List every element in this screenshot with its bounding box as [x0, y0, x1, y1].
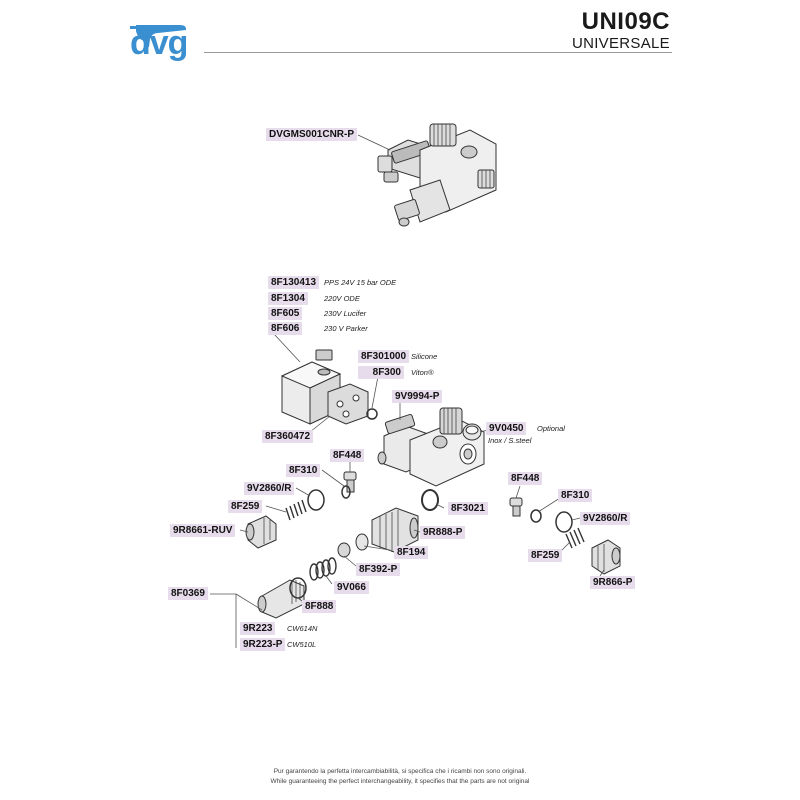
part-label-dvgms001cnr-p: DVGMS001CNR-P: [266, 128, 358, 141]
part-label-8f448-left: 8F448: [330, 449, 365, 462]
washer-8f3021-drawing: [421, 489, 439, 511]
part-label-8f130413: 8F130413: [268, 276, 320, 289]
fitting-9r866-drawing: [591, 539, 621, 575]
part-label-8f360472: 8F360472: [262, 430, 314, 443]
model-code: UNI09C: [581, 8, 670, 35]
part-label-8f448-right: 8F448: [508, 472, 543, 485]
spring-8f259-left-drawing: [285, 499, 307, 521]
seal-8f392-drawing: [337, 542, 351, 558]
part-note-8f606: 230 V Parker: [324, 324, 368, 333]
spring-9v066-drawing: [309, 557, 337, 581]
part-label-8f259-right: 8F259: [528, 549, 563, 562]
part-label-9v2860r-right: 9V2860/R: [580, 512, 631, 525]
spring-8f259-right-drawing: [565, 527, 585, 549]
part-label-9r888-p: 9R888-P: [420, 526, 466, 539]
oring-9v2860-right-drawing: [555, 511, 573, 533]
part-label-9r223: 9R223: [240, 622, 276, 635]
optional-cap-drawing: [462, 423, 482, 441]
part-note-9r223: CW614N: [287, 624, 318, 633]
part-label-9r8661-ruv: 9R8661-RUV: [170, 524, 236, 537]
part-label-8f310-right: 8F310: [558, 489, 593, 502]
part-label-8f301000: 8F301000: [358, 350, 410, 363]
part-label-8f3021: 8F3021: [448, 502, 488, 515]
washer-8f310-left-drawing: [341, 485, 351, 499]
coil-plate-drawing: [327, 383, 369, 425]
part-note-8f1304: 220V ODE: [324, 294, 360, 303]
part-label-8f606: 8F606: [268, 322, 303, 335]
part-label-8f1304: 8F1304: [268, 292, 308, 305]
washer-8f310-right-drawing: [530, 509, 542, 523]
part-label-8f310-left: 8F310: [286, 464, 321, 477]
part-note-9v0450-material: Inox / S.steel: [488, 436, 532, 445]
part-label-9v2860r-left: 9V2860/R: [244, 482, 295, 495]
part-label-9v9994-p: 9V9994-P: [392, 390, 443, 403]
model-name: UNIVERSALE: [571, 35, 670, 52]
oring-drawing: [366, 408, 378, 420]
oring-9v2860-left-drawing: [307, 489, 325, 511]
solenoid-coil-drawing: [280, 349, 342, 425]
part-note-9v0450: Optional: [537, 424, 565, 433]
part-note-9r223-p: CW510L: [287, 640, 317, 649]
washer-8f194-drawing: [355, 533, 369, 551]
header-divider: [204, 52, 672, 53]
nut-9r888-drawing: [371, 507, 419, 553]
fitting-9r8661-drawing: [245, 515, 277, 549]
valve-body-drawing: [377, 407, 485, 487]
part-label-8f259-left: 8F259: [228, 500, 263, 513]
part-label-8f300: 8F300: [358, 366, 404, 379]
part-note-8f300: Viton®: [411, 368, 434, 377]
assembled-group-drawing: [377, 123, 497, 227]
part-label-8f392-p: 8F392-P: [356, 563, 401, 576]
footer-disclaimer-english: While guaranteeing the perfect interchan…: [270, 778, 530, 785]
part-note-8f605: 230V Lucifer: [324, 309, 367, 318]
part-note-8f130413: PPS 24V 15 bar ODE: [324, 278, 397, 287]
part-label-8f888: 8F888: [302, 600, 337, 613]
screw-8f448-right-drawing: [509, 497, 523, 517]
part-note-8f301000: Silicone: [411, 352, 438, 361]
part-label-9v066: 9V066: [334, 581, 369, 594]
part-label-9r223-p: 9R223-P: [240, 638, 286, 651]
part-label-8f605: 8F605: [268, 307, 303, 320]
part-label-9v0450: 9V0450: [486, 422, 527, 435]
stem-8f0369-drawing: [257, 579, 305, 619]
dvg-logo-icon: [130, 25, 186, 47]
footer-disclaimer-italian: Pur garantendo la perfetta intercambiabi…: [273, 768, 527, 775]
part-label-8f0369: 8F0369: [168, 587, 208, 600]
part-label-9r866-p: 9R866-P: [590, 576, 636, 589]
brand-logo-text: dvg: [130, 24, 188, 62]
part-label-8f194: 8F194: [394, 546, 429, 559]
